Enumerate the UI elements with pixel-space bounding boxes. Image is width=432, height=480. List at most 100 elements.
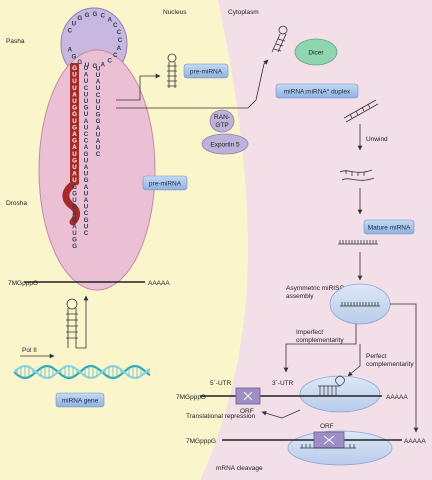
- left-strand-nucleotide: U: [72, 118, 77, 125]
- imperfect-label-2: complementarity: [296, 337, 344, 344]
- left-strand-nucleotide: G: [72, 184, 77, 191]
- mirna-gene-box: [55, 392, 105, 408]
- right-strand-nucleotide: U: [84, 223, 89, 230]
- pre-mirna-cytoplasm: [271, 25, 288, 53]
- repression-label: Translational repression: [186, 413, 256, 420]
- pre-mirna-box-mid: [142, 175, 188, 191]
- imperfect-label-1: Imperfect: [296, 329, 323, 336]
- left-strand-nucleotide: G: [72, 111, 77, 118]
- right-strand-nucleotide: U: [84, 124, 89, 131]
- drosha-label: Drosha: [6, 200, 27, 207]
- orf-block-1-cut: [243, 391, 253, 401]
- asym-label-1: Asymmetric miRISC: [286, 285, 344, 292]
- right-strand-nucleotide: U: [96, 131, 101, 138]
- drosha-protein: [38, 49, 156, 291]
- right-strand-nucleotide: U: [96, 145, 101, 152]
- mirna-gene-label: miRNA gene: [62, 398, 99, 405]
- pre-mirna-hairpin-top: [167, 53, 177, 88]
- left-strand-nucleotide: U: [72, 164, 77, 171]
- cap-label-3: 7MGpppG: [186, 438, 216, 445]
- right-strand-nucleotide: U: [84, 78, 89, 85]
- loop-nucleotide: C: [107, 58, 112, 65]
- perfect-label-2: complementarity: [366, 361, 414, 368]
- cap-label-1: 7MGpppG: [8, 280, 38, 287]
- right-strand-nucleotide: U: [84, 171, 89, 178]
- left-strand-nucleotide: A: [72, 131, 77, 138]
- risc-on-mrna-1: [299, 375, 381, 413]
- right-strand-nucleotide: G: [84, 151, 89, 158]
- loop-nucleotide: C: [113, 52, 118, 59]
- left-strand-nucleotide: U: [72, 151, 77, 158]
- right-strand-nucleotide: C: [84, 85, 89, 92]
- exportin-5-label: Exportin 5: [210, 142, 240, 149]
- loop-nucleotide: G: [77, 59, 82, 66]
- utr3-label: 3´-UTR: [272, 380, 294, 387]
- pre-mirna-mid-label: pre-miRNA: [149, 181, 182, 188]
- right-strand-nucleotide: A: [96, 125, 101, 132]
- loop-nucleotide: C: [118, 37, 123, 44]
- right-strand-nucleotide: U: [96, 72, 101, 79]
- unwind-label: Unwind: [366, 136, 388, 143]
- right-strand-nucleotide: A: [96, 79, 101, 86]
- left-strand-nucleotide: G: [72, 243, 77, 250]
- left-strand-nucleotide: G: [72, 237, 77, 244]
- polya-label-3: AAAAA: [404, 438, 426, 445]
- right-strand-nucleotide: U: [84, 190, 89, 197]
- exportin-5-protein: [201, 133, 249, 155]
- right-strand-nucleotide: U: [84, 157, 89, 164]
- left-strand-nucleotide: U: [72, 98, 77, 105]
- pre-mirna-box-top: [183, 63, 229, 79]
- loop-nucleotide: G: [92, 63, 97, 70]
- left-strand-nucleotide: U: [72, 177, 77, 184]
- left-strand-nucleotide: A: [72, 144, 77, 151]
- duplex-label: miRNA:miRNA* duplex: [284, 89, 351, 96]
- right-strand-nucleotide: A: [84, 164, 89, 171]
- right-strand-nucleotide: U: [84, 204, 89, 211]
- risc-loaded-mirna: [340, 302, 380, 307]
- left-strand-nucleotide: U: [72, 85, 77, 92]
- left-strand-nucleotide: U: [72, 197, 77, 204]
- imperfect-pairing: [318, 375, 345, 396]
- right-strand-nucleotide: C: [84, 131, 89, 138]
- pol2-label: Pol II: [22, 347, 37, 354]
- right-strand-nucleotide: U: [96, 98, 101, 105]
- right-strand-nucleotide: A: [84, 184, 89, 191]
- right-strand-nucleotide: A: [84, 118, 89, 125]
- orf-label-1: ORF: [240, 408, 254, 415]
- polya-label-1: AAAAA: [148, 280, 170, 287]
- dicer-protein: [294, 38, 338, 66]
- nascent-hairpin: [66, 298, 78, 348]
- right-strand-nucleotide: G: [84, 105, 89, 112]
- right-strand-nucleotide: C: [96, 92, 101, 99]
- dna-helix: [13, 365, 151, 379]
- loop-nucleotide: G: [71, 53, 76, 60]
- left-strand-nucleotide: G: [72, 65, 77, 72]
- right-strand-nucleotide: G: [96, 118, 101, 125]
- left-strand-nucleotide: G: [72, 217, 77, 224]
- cytoplasm-label: Cytoplasm: [228, 9, 259, 16]
- left-strand-nucleotide: G: [72, 124, 77, 131]
- orf-block-2-cut: [323, 435, 335, 445]
- loop-nucleotide: C: [68, 27, 73, 34]
- loop-nucleotide: G: [85, 12, 90, 19]
- arrow-pre-mirna-out: [116, 73, 161, 101]
- dicer-label: Dicer: [308, 50, 324, 57]
- left-strand-nucleotide: A: [72, 210, 77, 217]
- right-strand-nucleotide: C: [84, 230, 89, 237]
- mature-mirna-box: [363, 219, 415, 235]
- mature-strand-highlight: [70, 63, 79, 185]
- right-strand-nucleotide: U: [84, 111, 89, 118]
- left-strand-nucleotide: G: [72, 157, 77, 164]
- left-strand-nucleotide: U: [72, 78, 77, 85]
- left-strand-nucleotide: G: [72, 138, 77, 145]
- perfect-branch-arrow: [347, 344, 361, 377]
- right-strand-nucleotide: C: [96, 151, 101, 158]
- nucleus-label: Nucleus: [163, 9, 187, 16]
- right-strand-nucleotide: G: [84, 217, 89, 224]
- left-strand-nucleotide: U: [72, 72, 77, 79]
- mature-mirna-label: Mature miRNA: [368, 225, 411, 232]
- right-strand-nucleotide: U: [96, 65, 101, 72]
- left-strand-nucleotide: A: [72, 223, 77, 230]
